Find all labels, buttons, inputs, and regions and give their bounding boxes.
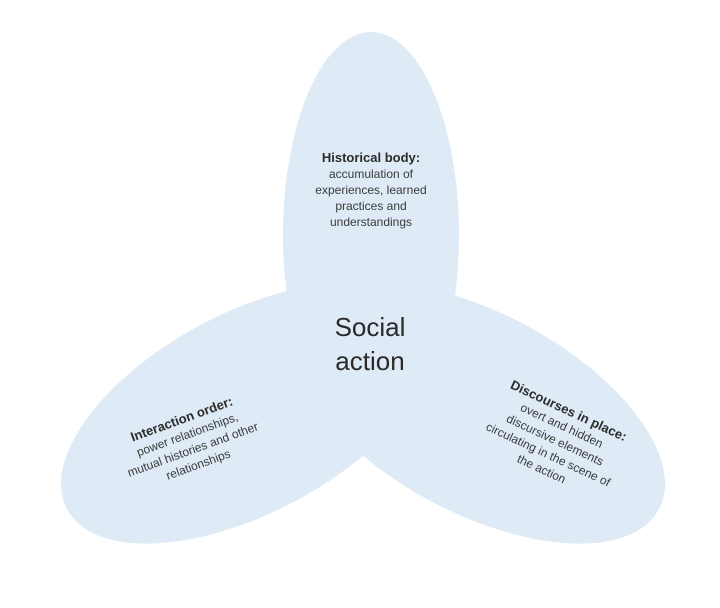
historical-body-title: Historical body:	[321, 150, 421, 165]
center-label-social-action: Social action	[334, 312, 406, 376]
ellipse-discourses-in-place	[291, 282, 665, 544]
label-historical-body: Historical body: accumulation of experie…	[296, 150, 446, 230]
